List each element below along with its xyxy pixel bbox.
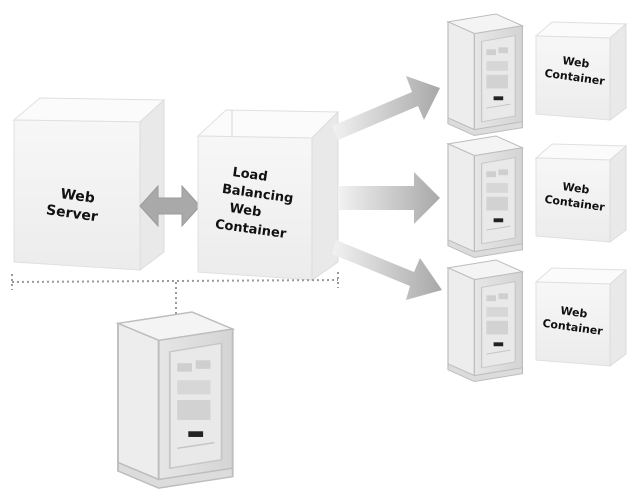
web-container-box-3: Web Container <box>534 267 628 367</box>
web-server-label: Web Server <box>45 184 101 225</box>
load-balancing-container-box: Load Balancing Web Container <box>196 109 340 281</box>
right-arrow-icon-bottom <box>332 240 442 300</box>
web-container-box-1: Web Container <box>534 21 628 121</box>
server-tower-icon-3 <box>447 259 524 383</box>
server-tower-icon-2 <box>447 135 524 259</box>
server-tower-icon-main <box>117 311 234 490</box>
server-tower-icon-1 <box>447 13 524 137</box>
right-arrow-icon-middle <box>338 172 440 224</box>
web-server-box: Web Server <box>12 97 166 271</box>
dotted-connector <box>11 272 339 318</box>
right-arrow-icon-top <box>332 76 440 140</box>
web-container-box-2: Web Container <box>534 143 628 243</box>
